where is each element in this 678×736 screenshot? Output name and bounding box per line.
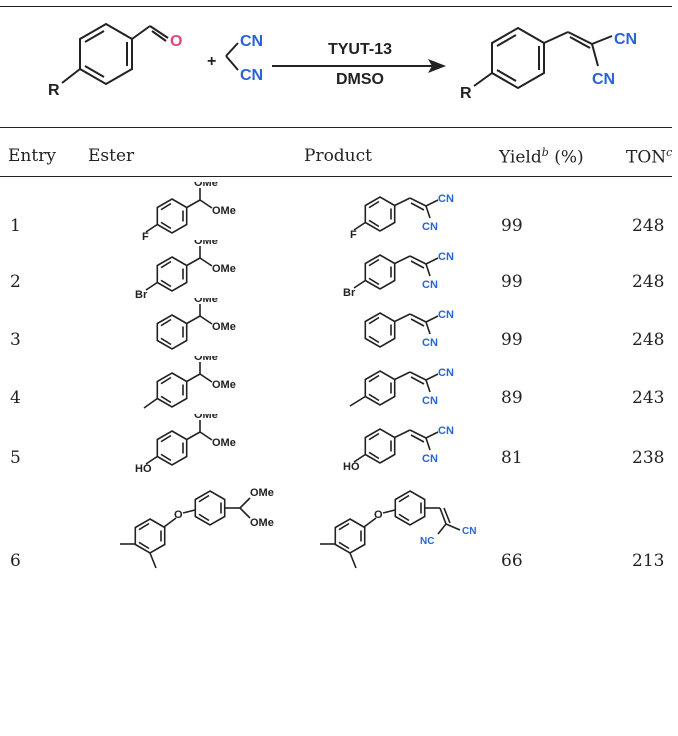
- product-structure: CN CN: [349, 367, 454, 407]
- ome-label: OMe: [194, 182, 218, 189]
- cn-label: CN: [422, 395, 438, 407]
- ton-cell: 243: [632, 388, 665, 408]
- header-yield-unit: (%): [548, 147, 584, 168]
- arrow-head: [428, 59, 446, 73]
- yield-cell: 66: [501, 551, 523, 571]
- reaction-scheme: O R + CN CN TYUT-13 DMSO CN CN R: [48, 22, 637, 102]
- yield-cell: 99: [501, 272, 523, 292]
- ton-cell: 238: [632, 448, 665, 468]
- ton-cell: 248: [632, 272, 665, 292]
- ome-label: OMe: [212, 263, 236, 275]
- oxygen-label: O: [170, 33, 182, 50]
- header-bottom-rule: [0, 176, 672, 177]
- substituent-label: F: [350, 229, 357, 240]
- cn-label-bottom: CN: [240, 67, 263, 84]
- ton-cell: 213: [632, 551, 665, 571]
- header-yield-label: Yield: [499, 147, 542, 168]
- yield-cell: 99: [501, 216, 523, 236]
- header-entry: Entry: [8, 146, 56, 166]
- malononitrile-structure: [225, 42, 239, 71]
- r-group-label: R: [48, 82, 60, 99]
- product-structure: CN CN Br: [343, 251, 454, 298]
- cn-label-top: CN: [240, 33, 263, 50]
- ome-label: OMe: [194, 414, 218, 421]
- header-top-rule: [0, 127, 672, 128]
- cn-label: CN: [422, 279, 438, 291]
- ome-label: OMe: [194, 240, 218, 247]
- reagent-bottom: DMSO: [336, 71, 384, 88]
- nc-label: NC: [420, 536, 434, 547]
- plus-sign: +: [207, 53, 216, 70]
- reagent-top: TYUT-13: [328, 41, 392, 58]
- product-structure: [473, 26, 613, 90]
- entry-cell: 4: [10, 388, 21, 408]
- header-yield-footnote: b: [541, 146, 549, 159]
- substituent-label: HO: [343, 461, 360, 473]
- product-structure: O CN NC: [320, 490, 476, 569]
- cn-label: CN: [438, 367, 454, 379]
- ome-label: OMe: [250, 487, 274, 499]
- cn-label: CN: [462, 526, 476, 537]
- product-structure: CN CN HO: [343, 425, 454, 473]
- ome-label: OMe: [212, 321, 236, 333]
- cn-label: CN: [422, 221, 438, 233]
- substituent-label: F: [142, 231, 149, 240]
- cn-label: CN: [422, 453, 438, 465]
- yield-cell: 89: [501, 388, 523, 408]
- ome-label: OMe: [250, 517, 274, 529]
- ome-label: OMe: [212, 437, 236, 449]
- header-ton-label: TON: [626, 147, 667, 168]
- product-r-group: R: [460, 85, 472, 102]
- product-cn-bottom: CN: [592, 71, 615, 88]
- ome-label: OMe: [212, 205, 236, 217]
- ether-oxygen-label: O: [374, 509, 383, 521]
- benzaldehyde-structure: [61, 22, 169, 86]
- header-yield: Yieldb (%): [499, 146, 584, 168]
- ton-cell: 248: [632, 216, 665, 236]
- header-ton: TONc: [626, 146, 672, 168]
- cn-label: CN: [422, 337, 438, 349]
- cn-label: CN: [438, 251, 454, 263]
- yield-cell: 81: [501, 448, 523, 468]
- top-rule: [0, 6, 672, 7]
- entry-cell: 5: [10, 448, 21, 468]
- ton-cell: 248: [632, 330, 665, 350]
- product-cn-top: CN: [614, 31, 637, 48]
- cn-label: CN: [438, 425, 454, 437]
- yield-cell: 99: [501, 330, 523, 350]
- ome-label: OMe: [194, 298, 218, 305]
- cn-label: CN: [438, 193, 454, 205]
- entry-cell: 2: [10, 272, 21, 292]
- header-ton-footnote: c: [666, 146, 673, 159]
- ether-oxygen-label: O: [174, 509, 183, 521]
- product-structure: CN CN: [364, 309, 454, 349]
- ome-label: OMe: [194, 356, 218, 363]
- substituent-label: HO: [135, 463, 152, 475]
- substituent-label: Br: [135, 289, 148, 298]
- header-product: Product: [304, 146, 372, 166]
- entry-cell: 3: [10, 330, 21, 350]
- entry-cell: 6: [10, 551, 21, 571]
- header-ester: Ester: [88, 146, 135, 166]
- substituent-label: Br: [343, 287, 356, 298]
- cn-label: CN: [438, 309, 454, 321]
- entry-cell: 1: [10, 216, 21, 236]
- product-structure: CN CN F: [350, 193, 454, 240]
- ome-label: OMe: [212, 379, 236, 391]
